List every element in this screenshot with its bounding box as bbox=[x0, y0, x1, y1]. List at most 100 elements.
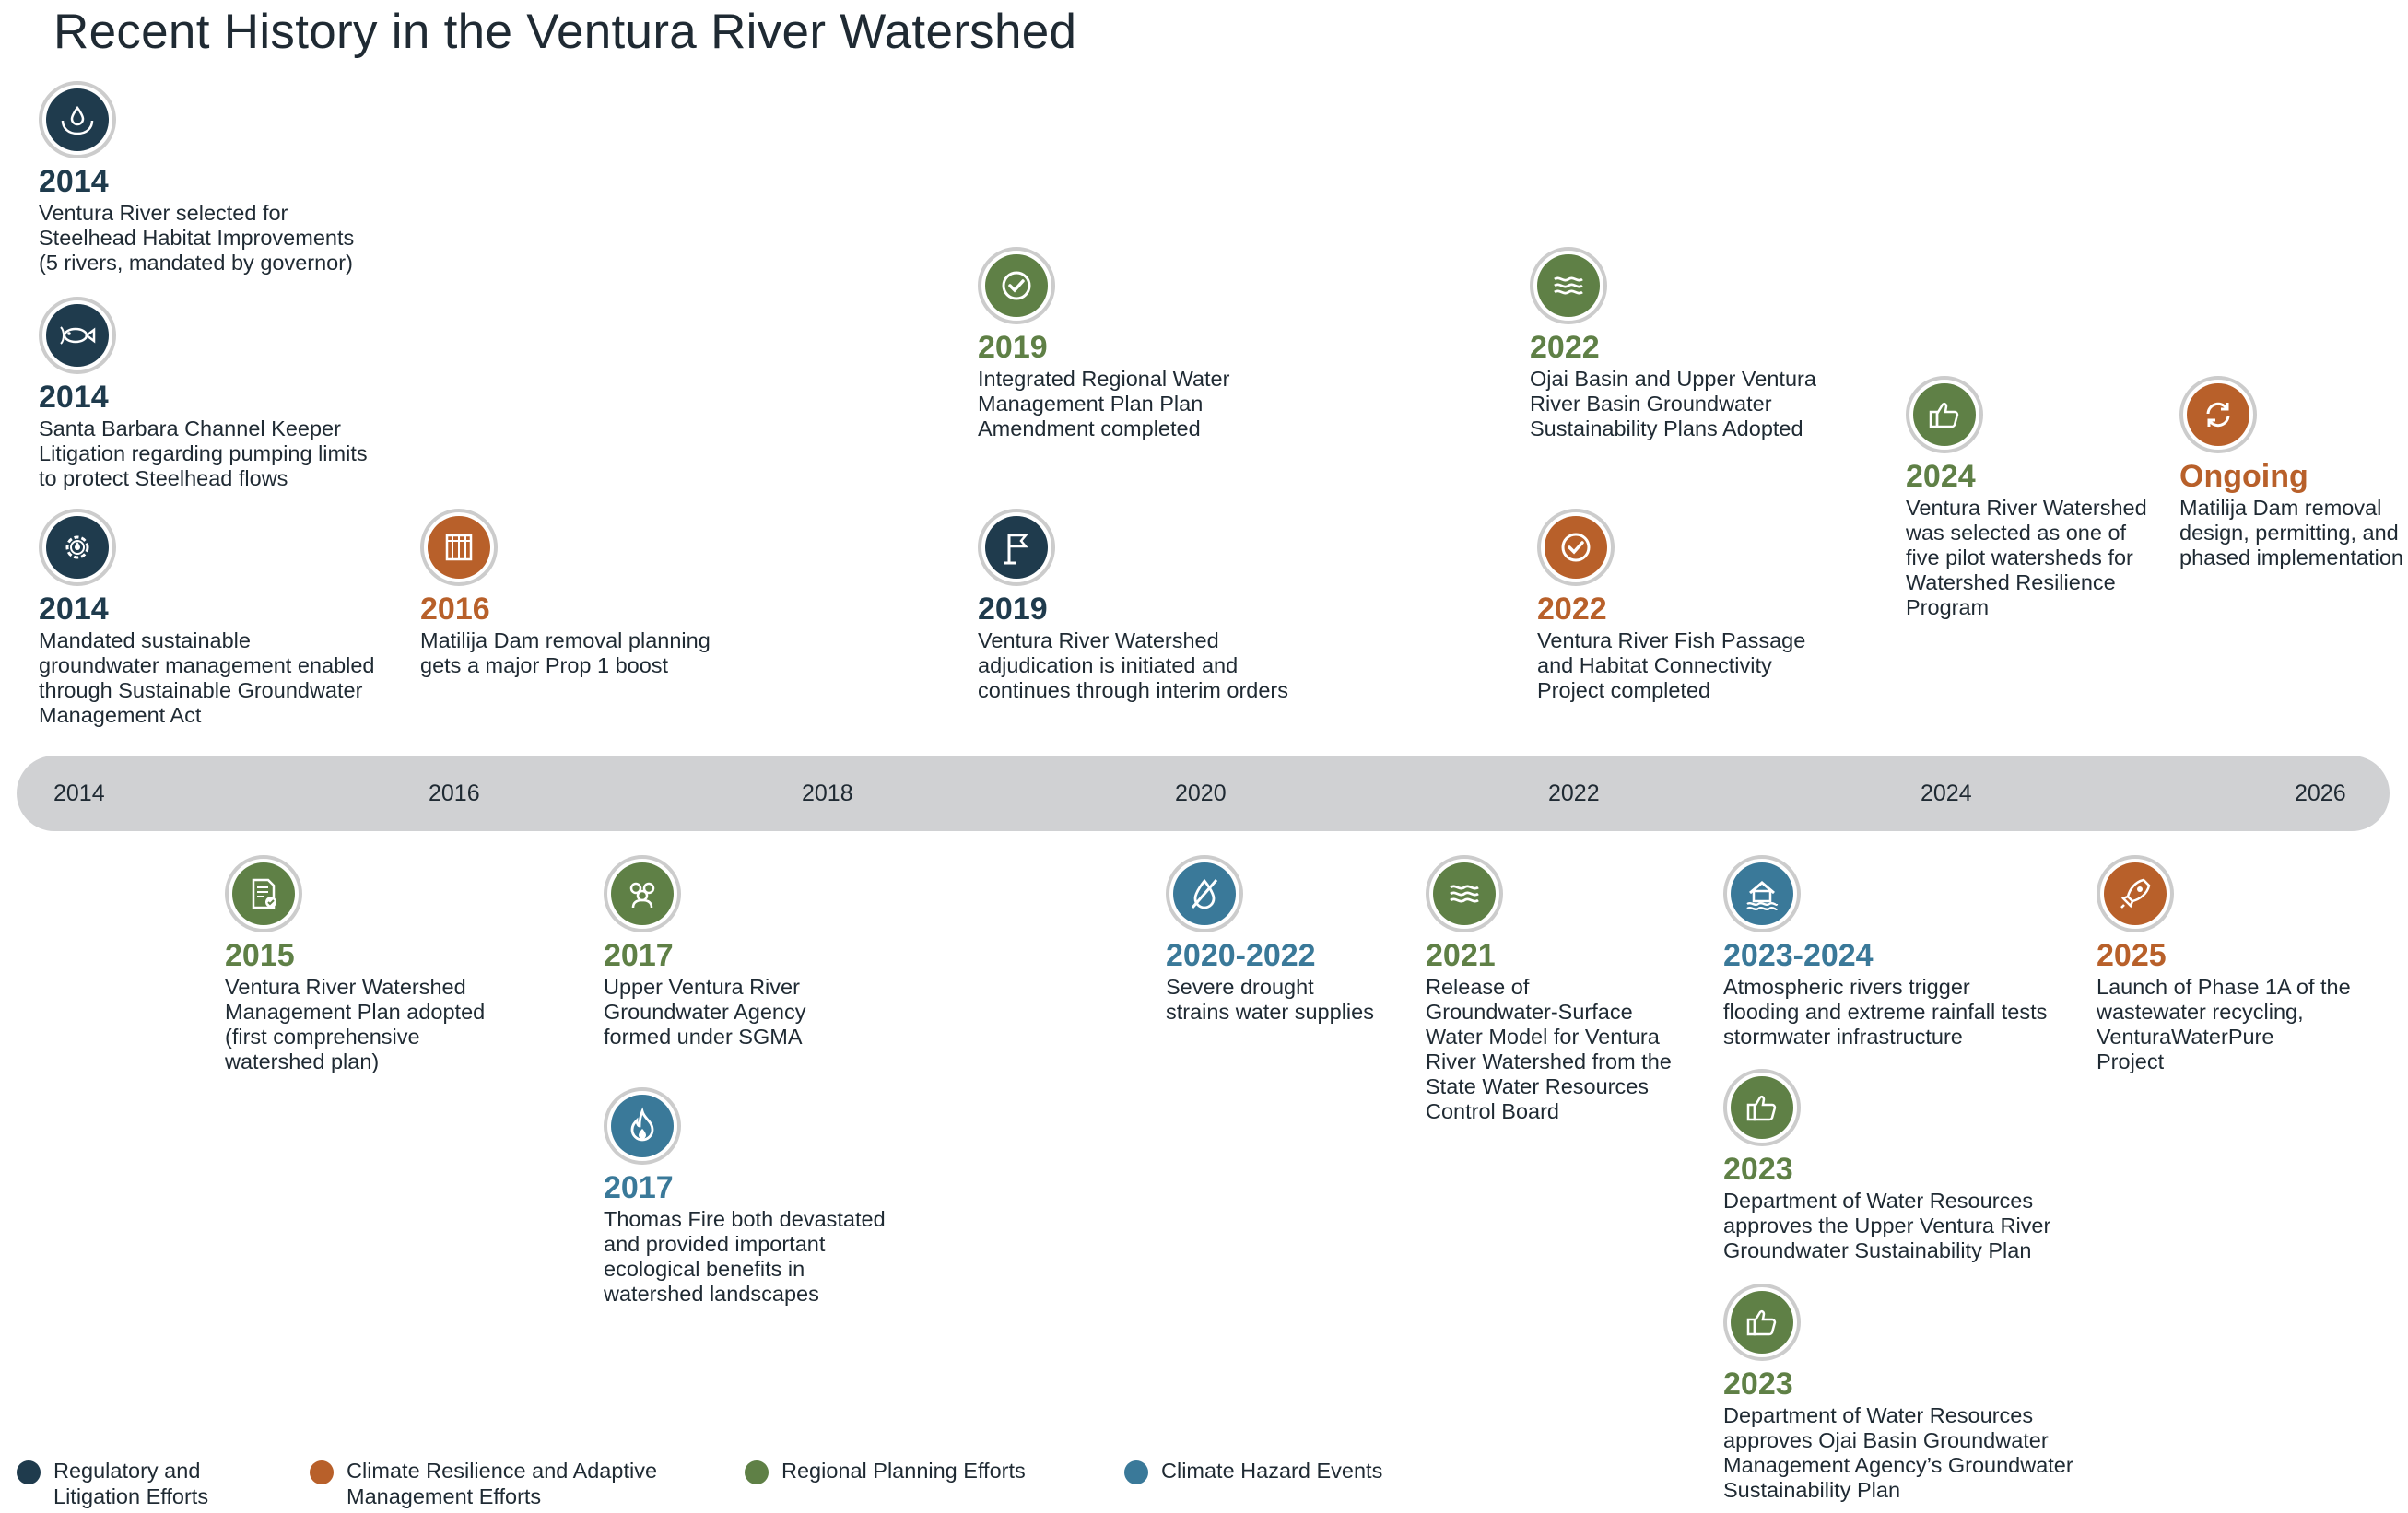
event-description-line: design, permitting, and bbox=[2179, 521, 2399, 545]
event-description-line: Project completed bbox=[1537, 678, 1711, 702]
timeline-bar bbox=[17, 756, 2390, 831]
event-description-line: approves the Upper Ventura River bbox=[1723, 1214, 2051, 1237]
legend-label: Climate Hazard Events bbox=[1161, 1458, 1382, 1484]
event-description-line: Watershed Resilience bbox=[1906, 570, 2116, 594]
event-description-line: watershed plan) bbox=[225, 1050, 380, 1073]
event-year: 2014 bbox=[39, 380, 109, 415]
event-description-line: watershed landscapes bbox=[604, 1282, 819, 1306]
event-description-line: Groundwater Agency bbox=[604, 1000, 806, 1024]
waves-icon bbox=[1530, 247, 1607, 324]
event-description-line: five pilot watersheds for bbox=[1906, 545, 2133, 569]
event-year: 2024 bbox=[1906, 459, 1976, 494]
event-description-line: Sustainability Plans Adopted bbox=[1530, 416, 1803, 440]
event-description-line: Management Agency’s Groundwater bbox=[1723, 1453, 2073, 1477]
legend-label-line: Litigation Efforts bbox=[53, 1484, 209, 1508]
event-description-line: Amendment completed bbox=[978, 416, 1201, 440]
event-description-line: River Basin Groundwater bbox=[1530, 392, 1772, 416]
event-description-line: (5 rivers, mandated by governor) bbox=[39, 251, 353, 275]
timeline-tick-label: 2022 bbox=[1548, 780, 1600, 806]
event-description-line: Atmospheric rivers trigger bbox=[1723, 975, 1970, 999]
page-title: Recent History in the Ventura River Wate… bbox=[53, 5, 1077, 59]
event-description-line: gets a major Prop 1 boost bbox=[420, 653, 669, 677]
event-description-line: Ventura River Watershed bbox=[225, 975, 466, 999]
event-description-line: Santa Barbara Channel Keeper bbox=[39, 416, 341, 440]
event-description-line: strains water supplies bbox=[1166, 1000, 1374, 1024]
event-description-line: Thomas Fire both devastated bbox=[604, 1207, 886, 1231]
rocket-icon bbox=[2097, 855, 2174, 932]
fish-icon bbox=[39, 297, 116, 374]
event-description-line: and Habitat Connectivity bbox=[1537, 653, 1772, 677]
event-year: 2025 bbox=[2097, 938, 2167, 973]
timeline-tick-label: 2024 bbox=[1921, 780, 1972, 806]
event-description-line: Ojai Basin and Upper Ventura bbox=[1530, 367, 1816, 391]
legend-item: Regional Planning Efforts bbox=[745, 1458, 1026, 1484]
no-water-icon bbox=[1166, 855, 1243, 932]
event-description-line: Department of Water Resources bbox=[1723, 1403, 2034, 1427]
event-year: 2020-2022 bbox=[1166, 938, 1316, 973]
event-description-line: Project bbox=[2097, 1050, 2165, 1073]
cycle-icon bbox=[2179, 376, 2257, 453]
event-description-line: groundwater management enabled bbox=[39, 653, 375, 677]
timeline-tick-label: 2016 bbox=[429, 780, 480, 806]
event-description-line: continues through interim orders bbox=[978, 678, 1289, 702]
event-description-line: Ventura River Watershed bbox=[1906, 496, 2147, 520]
legend-swatch bbox=[745, 1460, 769, 1484]
event-description-line: Ventura River selected for bbox=[39, 201, 288, 225]
document-check-icon bbox=[225, 855, 302, 932]
event-description-line: VenturaWaterPure bbox=[2097, 1025, 2274, 1049]
legend-label-line: Management Efforts bbox=[347, 1484, 542, 1508]
flooded-house-icon bbox=[1723, 855, 1801, 932]
waves-icon bbox=[1426, 855, 1503, 932]
legend-label: Regional Planning Efforts bbox=[781, 1458, 1026, 1484]
thumbs-up-icon bbox=[1723, 1284, 1801, 1361]
event-year: 2014 bbox=[39, 164, 109, 199]
event-description-line: was selected as one of bbox=[1906, 521, 2127, 545]
event-description-line: ecological benefits in bbox=[604, 1257, 805, 1281]
event-year: 2017 bbox=[604, 1170, 674, 1205]
event-year: 2019 bbox=[978, 592, 1048, 627]
legend-swatch bbox=[310, 1460, 334, 1484]
event-description-line: stormwater infrastructure bbox=[1723, 1025, 1963, 1049]
legend-label-line: Regulatory and bbox=[53, 1459, 201, 1483]
legend-label-line: Climate Resilience and Adaptive bbox=[347, 1459, 658, 1483]
legend-swatch bbox=[17, 1460, 41, 1484]
thumbs-up-icon bbox=[1906, 376, 1983, 453]
event-description-line: Integrated Regional Water bbox=[978, 367, 1230, 391]
event-description-line: Management Plan Plan bbox=[978, 392, 1204, 416]
event-description-line: Management Act bbox=[39, 703, 202, 727]
timeline-tick-label: 2026 bbox=[2295, 780, 2346, 806]
event-year: 2019 bbox=[978, 330, 1048, 365]
event-year: Ongoing bbox=[2179, 459, 2308, 494]
people-icon bbox=[604, 855, 681, 932]
event-description-line: Launch of Phase 1A of the bbox=[2097, 975, 2351, 999]
event-description-line: Control Board bbox=[1426, 1099, 1559, 1123]
